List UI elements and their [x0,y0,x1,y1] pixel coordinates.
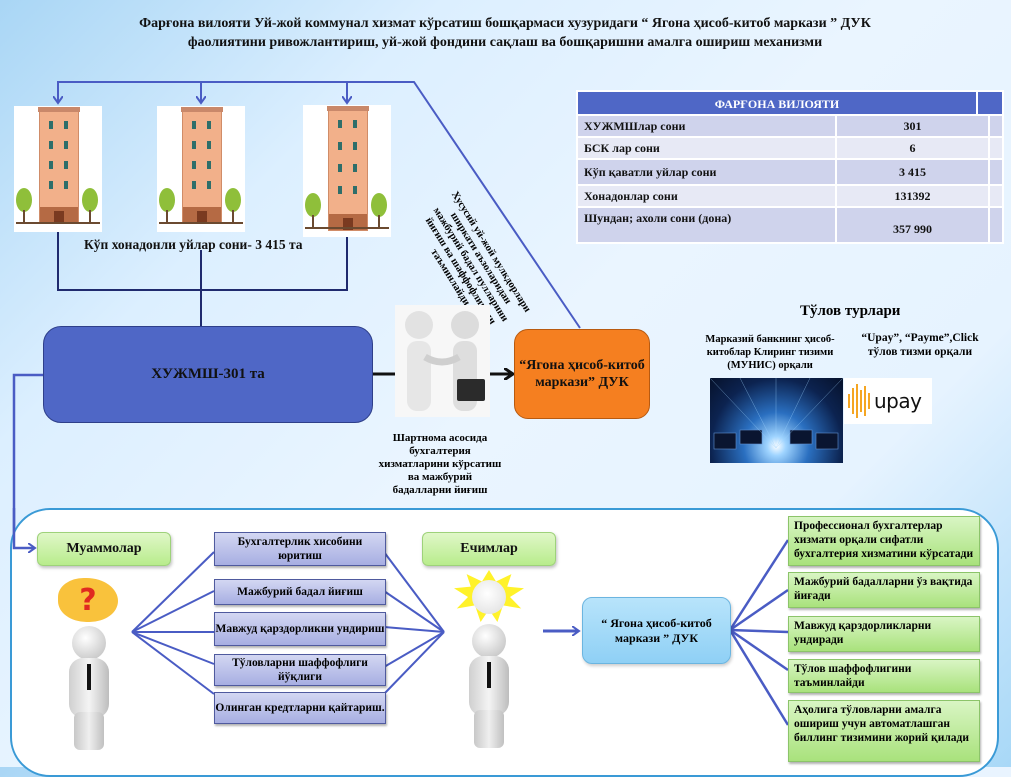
title-line-2: фаолиятини ривожлантириш, уй-жой фондини… [187,35,823,50]
center-org-solution-label: “ Ягона ҳисоб-китоб маркази ” ДУК [601,615,712,645]
upay-logo-icon [848,384,870,418]
problem-item: Мавжуд қарздорликни ундириш [214,612,386,646]
stats-table-body: ХУЖМШлар сони 301 БСК лар сони 6 Кўп қав… [576,114,1004,244]
upay-logo: upay [844,378,932,424]
upay-caption: “Upay”, “Payme”,Click тўлов тизми орқали [861,332,979,358]
stats-label: ХУЖМШлар сони [576,114,837,138]
problems-label-text: Муаммолар [66,541,142,556]
handshake-caption: Шартнома асосида бухгалтерия хизматларин… [378,432,502,496]
solution-item: Мажбурий бадалларни ўз вақтида йиғади [788,572,980,608]
center-org-solution-box[interactable]: “ Ягона ҳисоб-китоб маркази ” ДУК [582,597,731,664]
solution-item: Мавжуд қарздорликларни ундиради [788,616,980,652]
munis-caption: Марказий банкнинг ҳисоб-китоблар Клиринг… [705,334,835,371]
upay-logo-text: upay [874,389,922,413]
page-title: Фарғона вилояти Уй-жой коммунал хизмат к… [80,14,930,52]
problems-label: Муаммолар [37,532,171,566]
table-row: Шундан; ахоли сони (дона) 357 990 [576,206,1004,244]
table-row: ХУЖМШлар сони 301 [576,114,1004,138]
table-row: Хонадонлар сони 131392 [576,184,1004,208]
title-line-1: Фарғона вилояти Уй-жой коммунал хизмат к… [139,16,871,31]
solutions-label: Ечимлар [422,532,556,566]
payment-types-title: Тўлов турлари [800,303,901,319]
hoa-box-label: ХУЖМШ-301 та [151,366,265,382]
solutions-label-text: Ечимлар [460,541,518,556]
table-row: БСК лар сони 6 [576,136,1004,160]
stats-label: Шундан; ахоли сони (дона) [576,206,837,244]
stats-label: Хонадонлар сони [576,184,837,208]
solution-item: Профессионал бухгалтерлар хизмати орқали… [788,516,980,566]
question-mark-icon: ? [58,578,118,622]
apartment-building-icon [157,106,245,232]
stats-label: БСК лар сони [576,136,837,160]
confused-person-icon: ? [44,572,128,752]
table-row: Кўп қаватли уйлар сони 3 415 [576,158,1004,186]
solution-item: Тўлов шаффофлигини таъминлайди [788,659,980,693]
center-org-box[interactable]: “Ягона ҳисоб-китоб маркази” ДУК [514,329,650,419]
stats-value: 3 415 [835,158,990,186]
apartment-building-icon [14,106,102,232]
stats-label: Кўп қаватли уйлар сони [576,158,837,186]
center-org-label: “Ягона ҳисоб-китоб маркази” ДУК [519,358,645,390]
buildings-caption: Кўп хонадонли уйлар сони- 3 415 та [84,237,303,252]
stats-value: 357 990 [835,206,990,244]
stats-value: 301 [835,114,990,138]
handshake-icon [395,305,490,417]
problem-item: Мажбурий бадал йиғиш [214,579,386,605]
problem-item: Тўловларни шаффофлиги йўқлиги [214,654,386,686]
clearing-system-image [709,377,844,463]
problem-item: Олинган кредтларни қайтариш. [214,692,386,724]
stats-value: 131392 [835,184,990,208]
hoa-box[interactable]: ХУЖМШ-301 та [43,326,373,423]
stats-value: 6 [835,136,990,160]
solution-item: Аҳолига тўловларни амалга ошириш учун ав… [788,700,980,762]
idea-person-icon [446,570,532,752]
apartment-building-icon [303,105,391,237]
problem-item: Бухгалтерлик хисобини юритиш [214,532,386,566]
